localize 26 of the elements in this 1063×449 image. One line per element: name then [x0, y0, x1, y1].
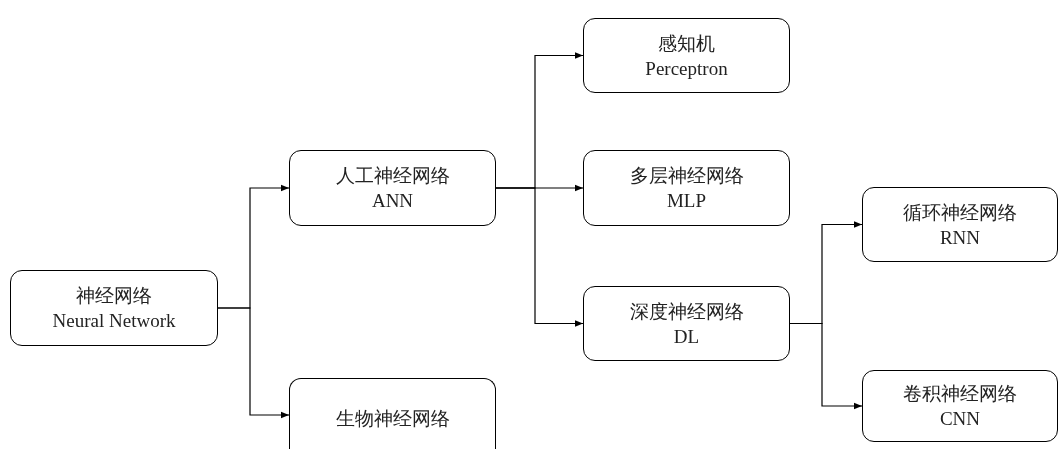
node-label: Neural Network — [52, 309, 176, 333]
rounded-box — [289, 150, 496, 226]
node-label: 卷积神经网络 — [903, 382, 1017, 406]
node-label: Perceptron — [645, 56, 728, 81]
rounded-box — [862, 370, 1058, 442]
node-label: 深度神经网络 — [629, 299, 744, 324]
rounded-box — [583, 18, 790, 93]
node-label: 循环神经网络 — [903, 200, 1017, 225]
rounded-box — [10, 270, 218, 346]
node-label: DL — [673, 324, 700, 349]
rounded-box — [289, 378, 496, 449]
rounded-box — [583, 286, 790, 361]
node-label: ANN — [371, 189, 414, 213]
arrow — [789, 322, 863, 410]
node-label: 生物神经网络 — [335, 407, 450, 431]
arrow — [495, 187, 584, 327]
node-label: 多层神经网络 — [629, 164, 744, 188]
node-label: 人工神经网络 — [335, 164, 450, 188]
rounded-box — [862, 187, 1058, 262]
node-label: RNN — [939, 225, 981, 250]
node-label: 感知机 — [658, 31, 715, 56]
rounded-box — [583, 150, 790, 226]
node-label: CNN — [939, 407, 981, 431]
node-label: MLP — [666, 189, 707, 213]
node-label: 神经网络 — [76, 284, 152, 308]
arrow — [217, 307, 290, 419]
